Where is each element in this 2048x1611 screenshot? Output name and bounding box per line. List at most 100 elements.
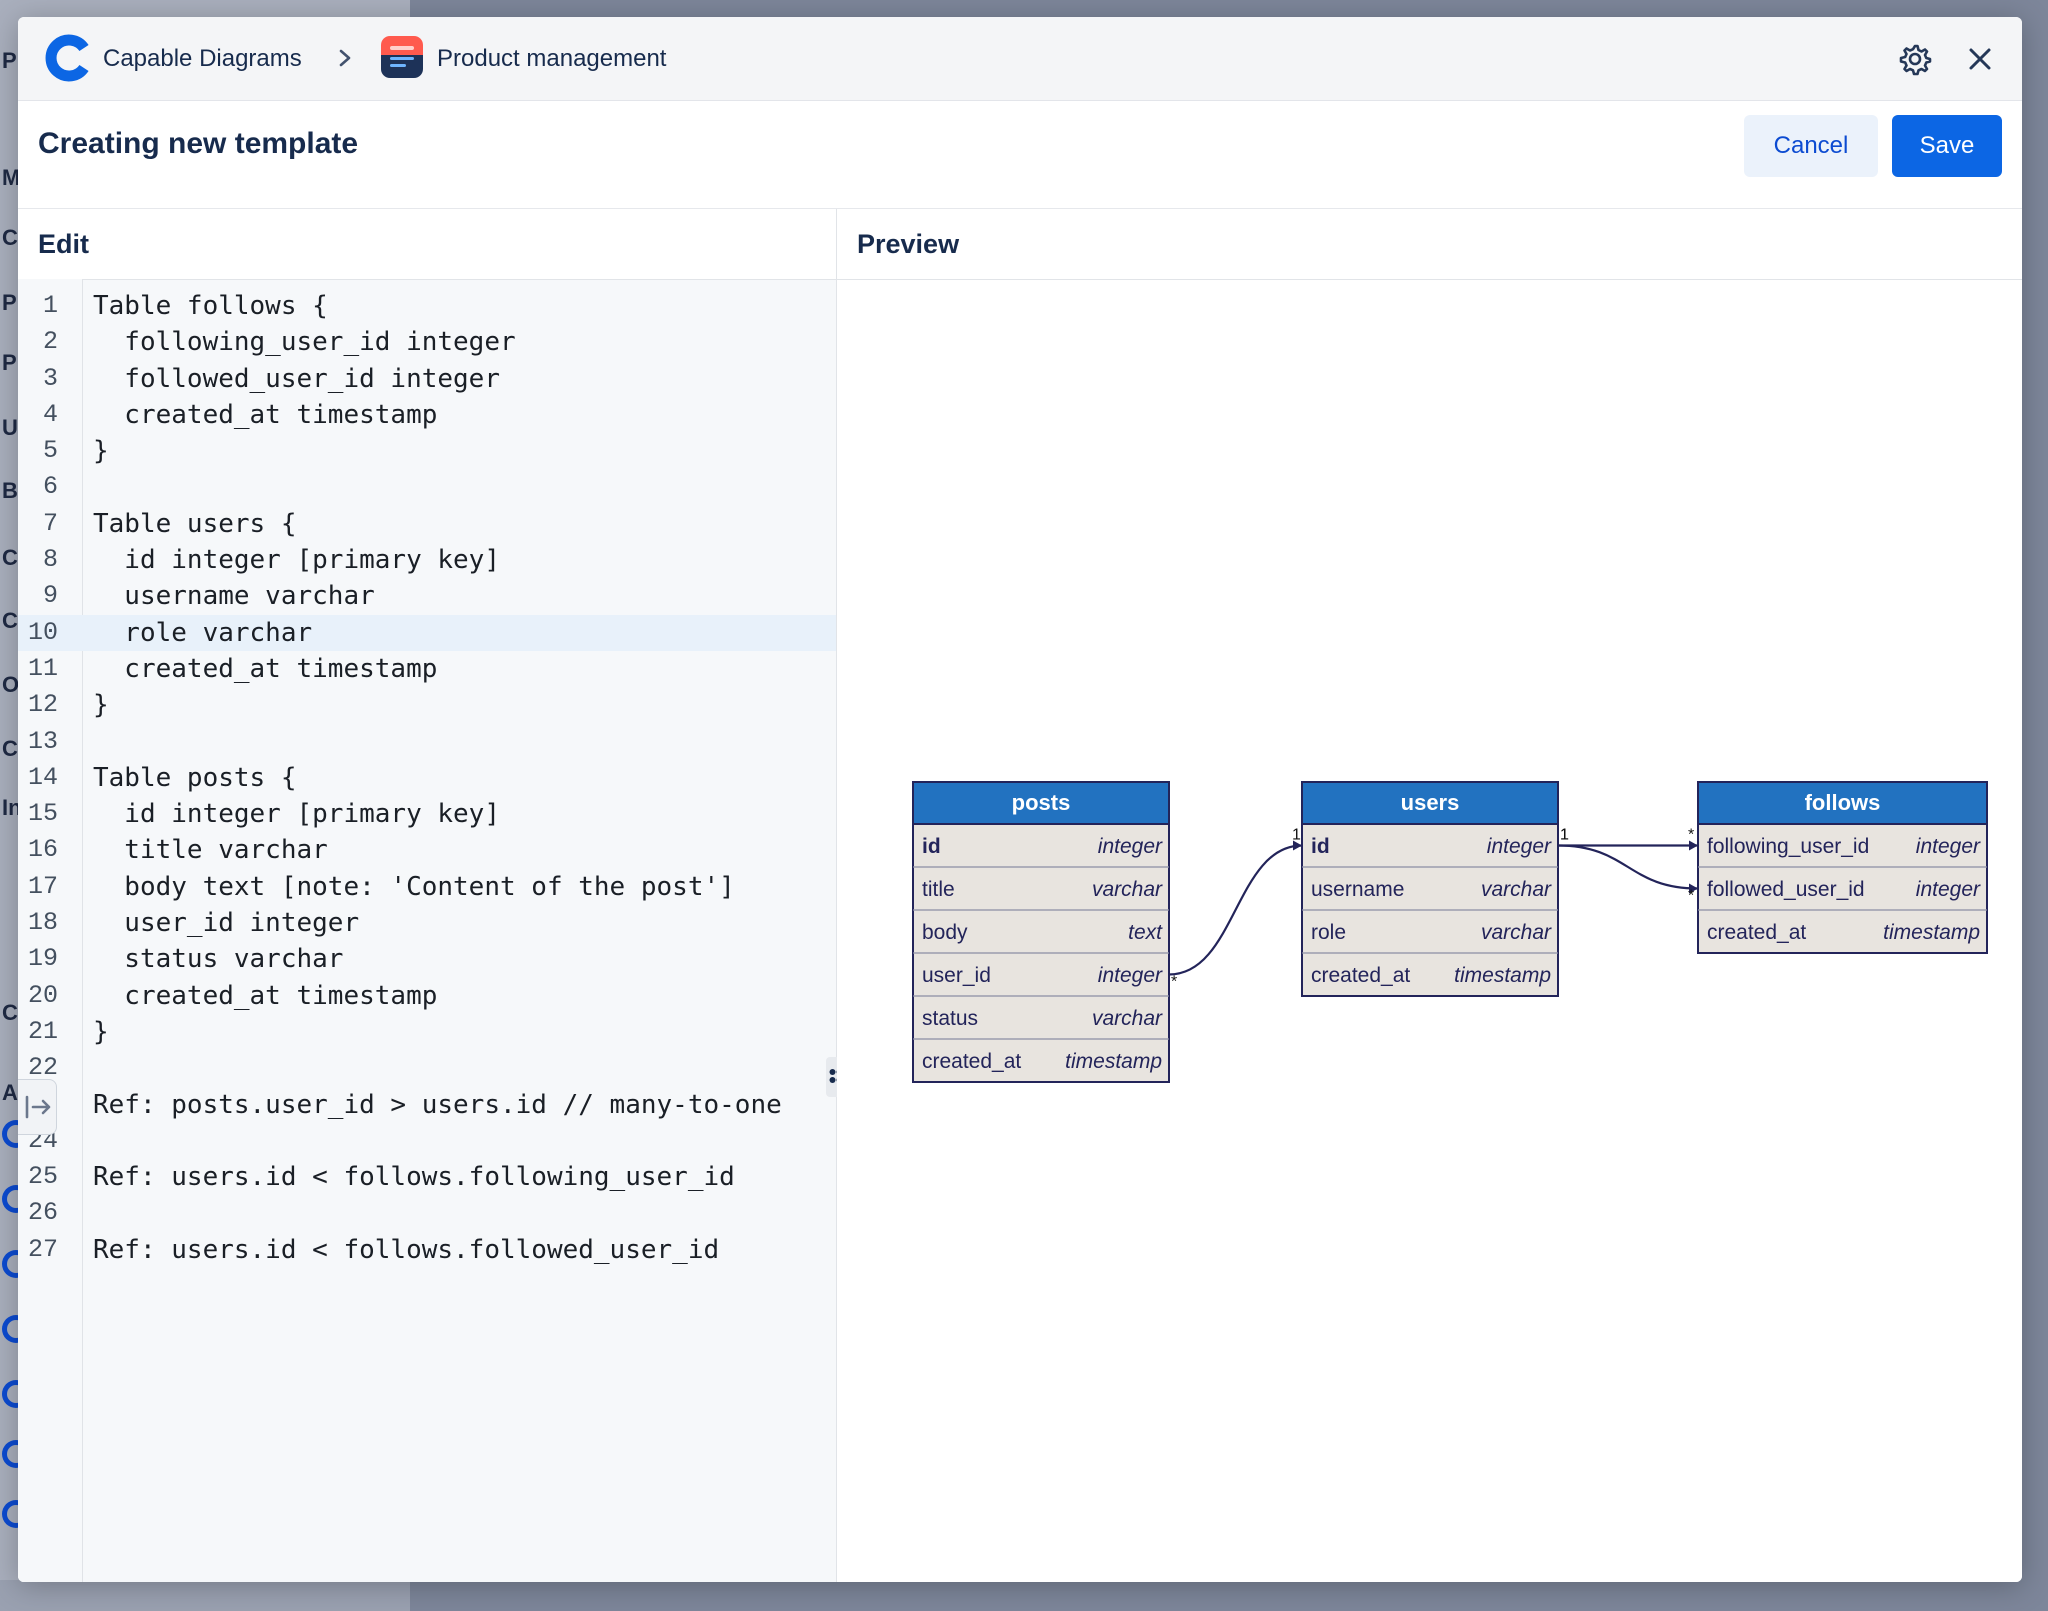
code-line[interactable]: 12} [18, 687, 836, 723]
capable-diagrams-logo-icon [44, 34, 92, 82]
background-footer [0, 1580, 410, 1611]
field-name: followed_user_id [1707, 878, 1865, 901]
cardinality-label: 1 [1292, 827, 1301, 844]
code-text: created_at timestamp [93, 981, 437, 1011]
line-number: 16 [18, 835, 58, 864]
line-number: 27 [18, 1235, 58, 1264]
field-name: created_at [1311, 964, 1410, 987]
code-line[interactable]: 26 [18, 1195, 836, 1231]
field-type: integer [1916, 878, 1981, 901]
code-line[interactable]: 4 created_at timestamp [18, 397, 836, 433]
line-number: 10 [18, 618, 58, 647]
code-text: id integer [primary key] [93, 545, 500, 575]
code-line[interactable]: 10 role varchar [18, 615, 836, 651]
line-number: 20 [18, 981, 58, 1010]
line-number: 5 [18, 436, 58, 465]
field-type: varchar [1092, 878, 1163, 901]
field-type: varchar [1481, 921, 1552, 944]
code-line[interactable]: 14 Table posts { [18, 760, 836, 796]
line-number: 14 [18, 763, 58, 792]
code-line[interactable]: 11 created_at timestamp [18, 651, 836, 687]
code-text: title varchar [93, 835, 328, 865]
code-text: following_user_id integer [93, 327, 516, 357]
er-diagram[interactable]: postsidintegertitlevarcharbodytextuser_i… [837, 209, 2022, 1582]
field-name: following_user_id [1707, 835, 1869, 858]
code-text: Table users { [93, 509, 297, 539]
field-type: text [1128, 921, 1163, 944]
code-line[interactable]: 27Ref: users.id < follows.followed_user_… [18, 1232, 836, 1268]
code-line[interactable]: 15 id integer [primary key] [18, 796, 836, 832]
gear-icon[interactable] [1898, 42, 1932, 76]
table-name: users [1401, 790, 1460, 815]
code-text: username varchar [93, 581, 375, 611]
code-line[interactable]: 13 [18, 724, 836, 760]
code-editor[interactable]: 1Table follows {2 following_user_id inte… [18, 288, 836, 1268]
code-line[interactable]: 23Ref: posts.user_id > users.id // many-… [18, 1087, 836, 1123]
code-text: user_id integer [93, 908, 359, 938]
code-line[interactable]: 25 Ref: users.id < follows.following_user… [18, 1159, 836, 1195]
field-type: varchar [1481, 878, 1552, 901]
breadcrumb-project[interactable]: Product management [437, 45, 666, 73]
code-line[interactable]: 9 username varchar [18, 578, 836, 614]
field-type: integer [1916, 835, 1981, 858]
modal-header: Capable Diagrams Product management [18, 17, 2022, 101]
field-name: id [1311, 835, 1330, 858]
code-line[interactable]: 2 following_user_id integer [18, 324, 836, 360]
code-line[interactable]: 5} [18, 433, 836, 469]
code-line[interactable]: 18 user_id integer [18, 905, 836, 941]
line-number: 22 [18, 1053, 58, 1082]
template-editor-modal: Capable Diagrams Product management Crea… [18, 17, 2022, 1582]
code-line[interactable]: 3 followed_user_id integer [18, 361, 836, 397]
code-line[interactable]: 16 title varchar [18, 832, 836, 868]
code-line[interactable]: 6 [18, 469, 836, 505]
code-line[interactable]: 21} [18, 1014, 836, 1050]
code-text: Table posts { [93, 763, 297, 793]
cardinality-label: * [1171, 974, 1177, 991]
line-number: 25 [18, 1162, 58, 1191]
code-text: status varchar [93, 944, 343, 974]
table-name: follows [1805, 790, 1881, 815]
code-line[interactable]: 24 [18, 1123, 836, 1159]
code-line[interactable]: 1Table follows { [18, 288, 836, 324]
line-number: 8 [18, 545, 58, 574]
code-text: body text [note: 'Content of the post'] [93, 872, 735, 902]
cardinality-label: 1 [1560, 827, 1569, 844]
code-line[interactable]: 8 id integer [primary key] [18, 542, 836, 578]
code-text: } [93, 690, 109, 720]
chevron-right-icon [333, 43, 357, 73]
code-line[interactable]: 17 body text [note: 'Content of the post… [18, 869, 836, 905]
cancel-button[interactable]: Cancel [1744, 115, 1878, 177]
code-line[interactable]: 7Table users { [18, 506, 836, 542]
background-text-fragment: O [2, 672, 19, 698]
code-text: } [93, 436, 109, 466]
line-number: 1 [18, 291, 58, 320]
field-type: timestamp [1454, 964, 1551, 987]
edit-panel-title: Edit [38, 229, 89, 260]
breadcrumb-app[interactable]: Capable Diagrams [103, 45, 302, 73]
cardinality-label: * [1688, 827, 1694, 844]
line-number: 21 [18, 1017, 58, 1046]
code-text: Ref: posts.user_id > users.id // many-to… [93, 1090, 782, 1120]
field-type: timestamp [1883, 921, 1980, 944]
code-line[interactable]: 20 created_at timestamp [18, 978, 836, 1014]
collapse-panel-button[interactable] [18, 1079, 57, 1135]
field-name: status [922, 1007, 978, 1030]
field-name: role [1311, 921, 1346, 944]
line-number: 19 [18, 944, 58, 973]
code-text: Ref: users.id < follows.following_user_i… [93, 1162, 735, 1192]
field-name: user_id [922, 964, 991, 987]
code-line[interactable]: 22 [18, 1050, 836, 1086]
code-text: id integer [primary key] [93, 799, 500, 829]
relationship-line [1169, 846, 1302, 975]
code-text: } [93, 1017, 109, 1047]
close-icon[interactable] [1963, 42, 1997, 76]
code-line[interactable]: 19 status varchar [18, 941, 836, 977]
field-name: username [1311, 878, 1404, 901]
line-number: 6 [18, 472, 58, 501]
field-type: integer [1487, 835, 1552, 858]
save-button[interactable]: Save [1892, 115, 2002, 177]
line-number: 9 [18, 581, 58, 610]
table-name: posts [1012, 790, 1071, 815]
line-number: 12 [18, 690, 58, 719]
page-title: Creating new template [38, 127, 358, 161]
